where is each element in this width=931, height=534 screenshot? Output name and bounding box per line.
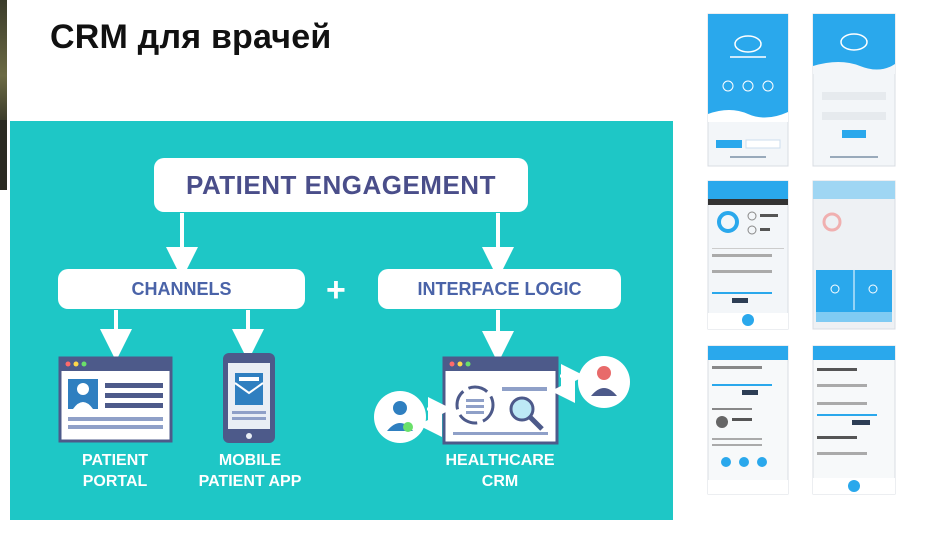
diagram-panel: PATIENT ENGAGEMENT CHANNELS INTERFACE LO…: [10, 121, 673, 520]
mobile-app-line2: PATIENT APP: [198, 473, 302, 490]
doctor-icon: [374, 391, 426, 443]
photo-edge-dark: [0, 120, 7, 190]
patient-portal-label: PATIENT PORTAL: [65, 450, 165, 492]
mobile-app-label: MOBILE PATIENT APP: [186, 450, 314, 492]
phone-screen-login: [812, 13, 896, 167]
patient-engagement-box: PATIENT ENGAGEMENT: [154, 158, 528, 212]
mobile-app-line1: MOBILE: [218, 452, 282, 469]
phone-screen-list: [812, 345, 896, 495]
phone-screen-welcome: [707, 13, 789, 167]
phone-screen-details: [707, 345, 789, 495]
photo-edge: [0, 0, 7, 190]
diagram-graphics: [58, 213, 630, 445]
phone-screen-dashboard: [707, 180, 789, 330]
healthcare-crm-line2: CRM: [481, 473, 519, 490]
crm-window-icon: [442, 356, 559, 445]
slide-title: CRM для врачей: [50, 18, 332, 56]
healthcare-crm-line1: HEALTHCARE: [445, 452, 555, 469]
patient-icon: [578, 356, 630, 408]
phone-screen-modal: [812, 180, 896, 330]
plus-sign: +: [326, 271, 346, 309]
patient-portal-line1: PATIENT: [81, 452, 149, 469]
browser-icon: [58, 356, 173, 443]
patient-portal-line2: PORTAL: [82, 473, 148, 490]
app-screens-gallery: [707, 13, 896, 495]
healthcare-crm-label: HEALTHCARE CRM: [438, 450, 562, 492]
interface-logic-box: INTERFACE LOGIC: [378, 269, 621, 309]
mobile-phone-icon: [223, 353, 275, 443]
channels-box: CHANNELS: [58, 269, 305, 309]
